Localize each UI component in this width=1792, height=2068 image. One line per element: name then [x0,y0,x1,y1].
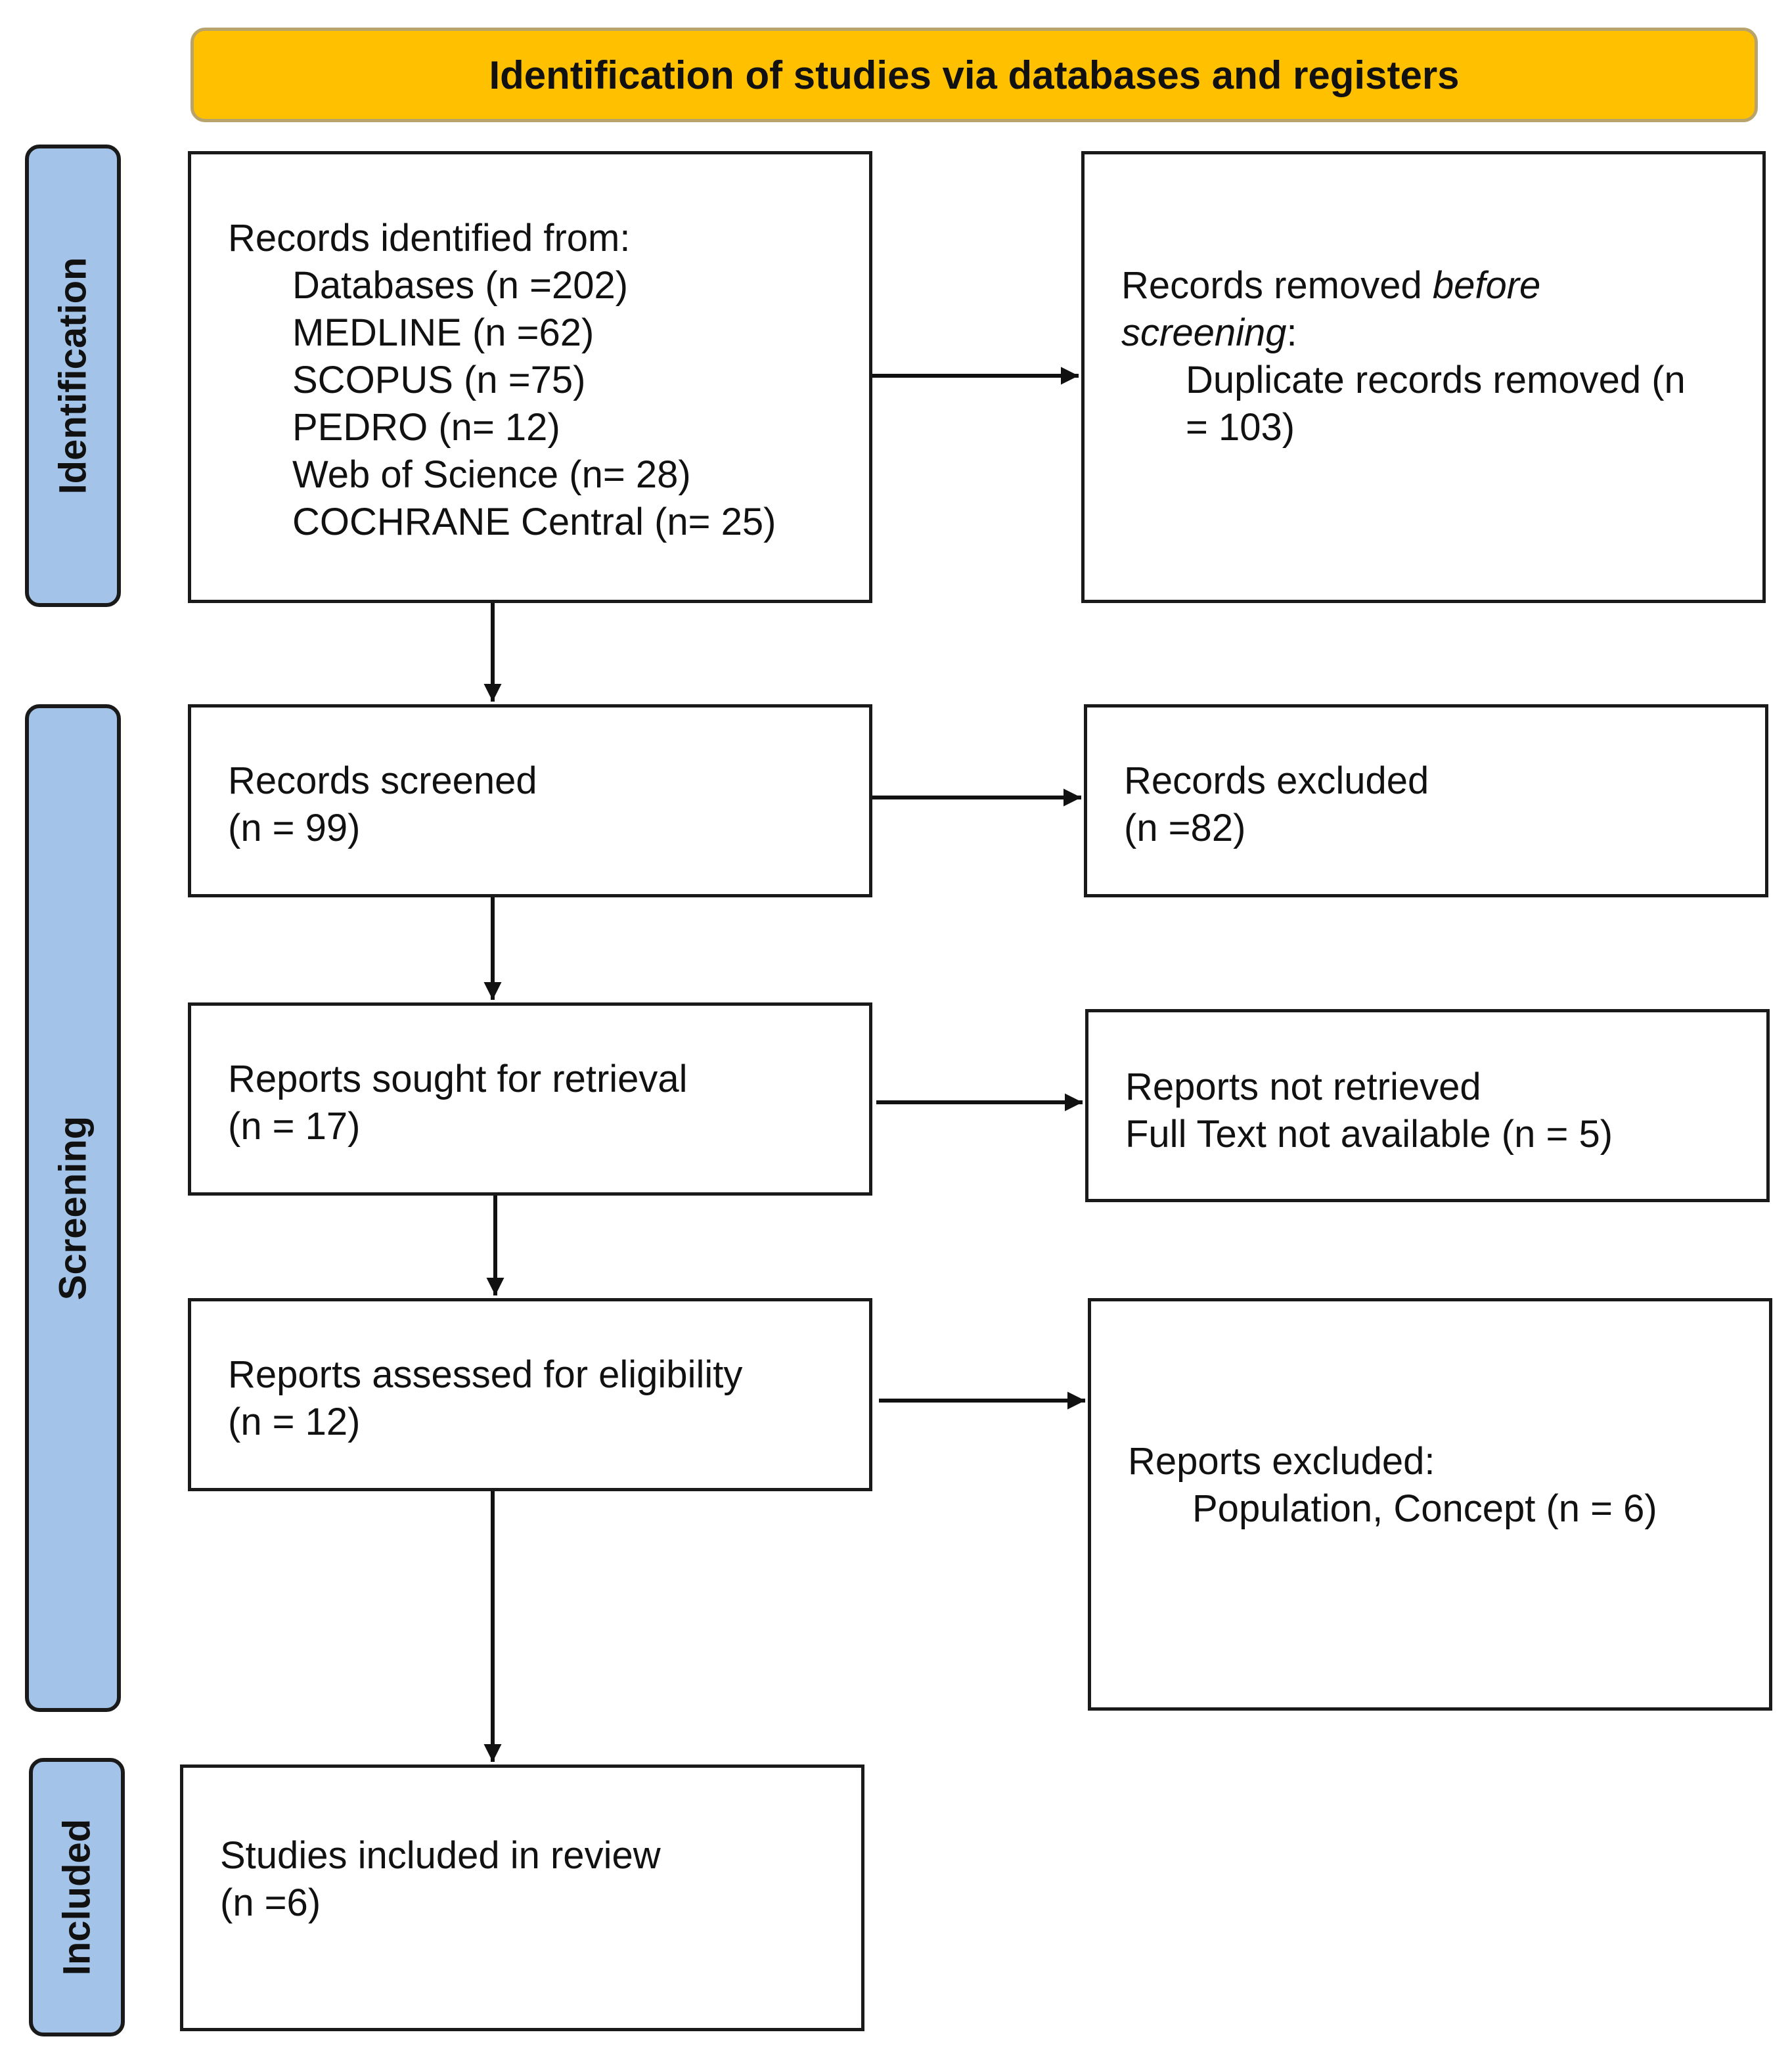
phase-identification: Identification [25,145,121,607]
reports-sought-label: Reports sought for retrieval [228,1058,688,1100]
source-medline: MEDLINE (n =62) [292,311,594,354]
records-removed-colon: : [1286,311,1297,354]
duplicates-removed-line1: Duplicate records removed (n [1186,359,1686,401]
records-identified-heading: Records identified from: [228,217,631,259]
header-banner: Identification of studies via databases … [190,28,1758,122]
reports-assessed-box: Reports assessed for eligibility (n = 12… [188,1298,872,1491]
records-removed-screening: screening [1121,311,1287,354]
records-identified-box: Records identified from: Databases (n =2… [188,151,872,603]
records-removed-heading: Records removed before [1121,262,1762,309]
duplicates-removed-line2: = 103) [1186,406,1295,449]
reports-not-retrieved-label: Reports not retrieved [1125,1066,1481,1108]
source-scopus: SCOPUS (n =75) [292,359,586,401]
studies-included-box: Studies included in review (n =6) [180,1765,864,2031]
records-removed-before: before [1432,264,1541,307]
header-title: Identification of studies via databases … [489,53,1460,97]
phase-included: Included [29,1758,125,2036]
records-excluded-box: Records excluded (n =82) [1084,704,1768,897]
reports-sought-box: Reports sought for retrieval (n = 17) [188,1002,872,1196]
reports-assessed-count: (n = 12) [228,1401,361,1443]
records-removed-heading-2: screening: [1121,309,1762,357]
reports-excluded-detail: Population, Concept (n = 6) [1192,1487,1657,1530]
reports-excluded-box: Reports excluded: Population, Concept (n… [1088,1298,1772,1711]
records-screened-label: Records screened [228,759,537,802]
source-pedro: PEDRO (n= 12) [292,406,560,449]
source-web-of-science: Web of Science (n= 28) [292,453,691,496]
source-databases: Databases (n =202) [292,264,629,307]
records-excluded-label: Records excluded [1124,759,1429,802]
studies-included-label: Studies included in review [220,1834,661,1877]
source-cochrane: COCHRANE Central (n= 25) [292,501,776,543]
reports-not-retrieved-box: Reports not retrieved Full Text not avai… [1085,1009,1770,1202]
reports-not-retrieved-detail: Full Text not available (n = 5) [1125,1113,1613,1156]
reports-sought-count: (n = 17) [228,1105,361,1148]
studies-included-count: (n =6) [220,1881,321,1924]
phase-screening: Screening [25,704,121,1712]
records-removed-text: Records removed [1121,264,1433,307]
records-removed-box: Records removed before screening: Duplic… [1081,151,1766,603]
records-screened-count: (n = 99) [228,807,361,849]
reports-assessed-label: Reports assessed for eligibility [228,1353,743,1396]
records-excluded-count: (n =82) [1124,807,1246,849]
reports-excluded-label: Reports excluded: [1128,1440,1435,1483]
records-screened-box: Records screened (n = 99) [188,704,872,897]
